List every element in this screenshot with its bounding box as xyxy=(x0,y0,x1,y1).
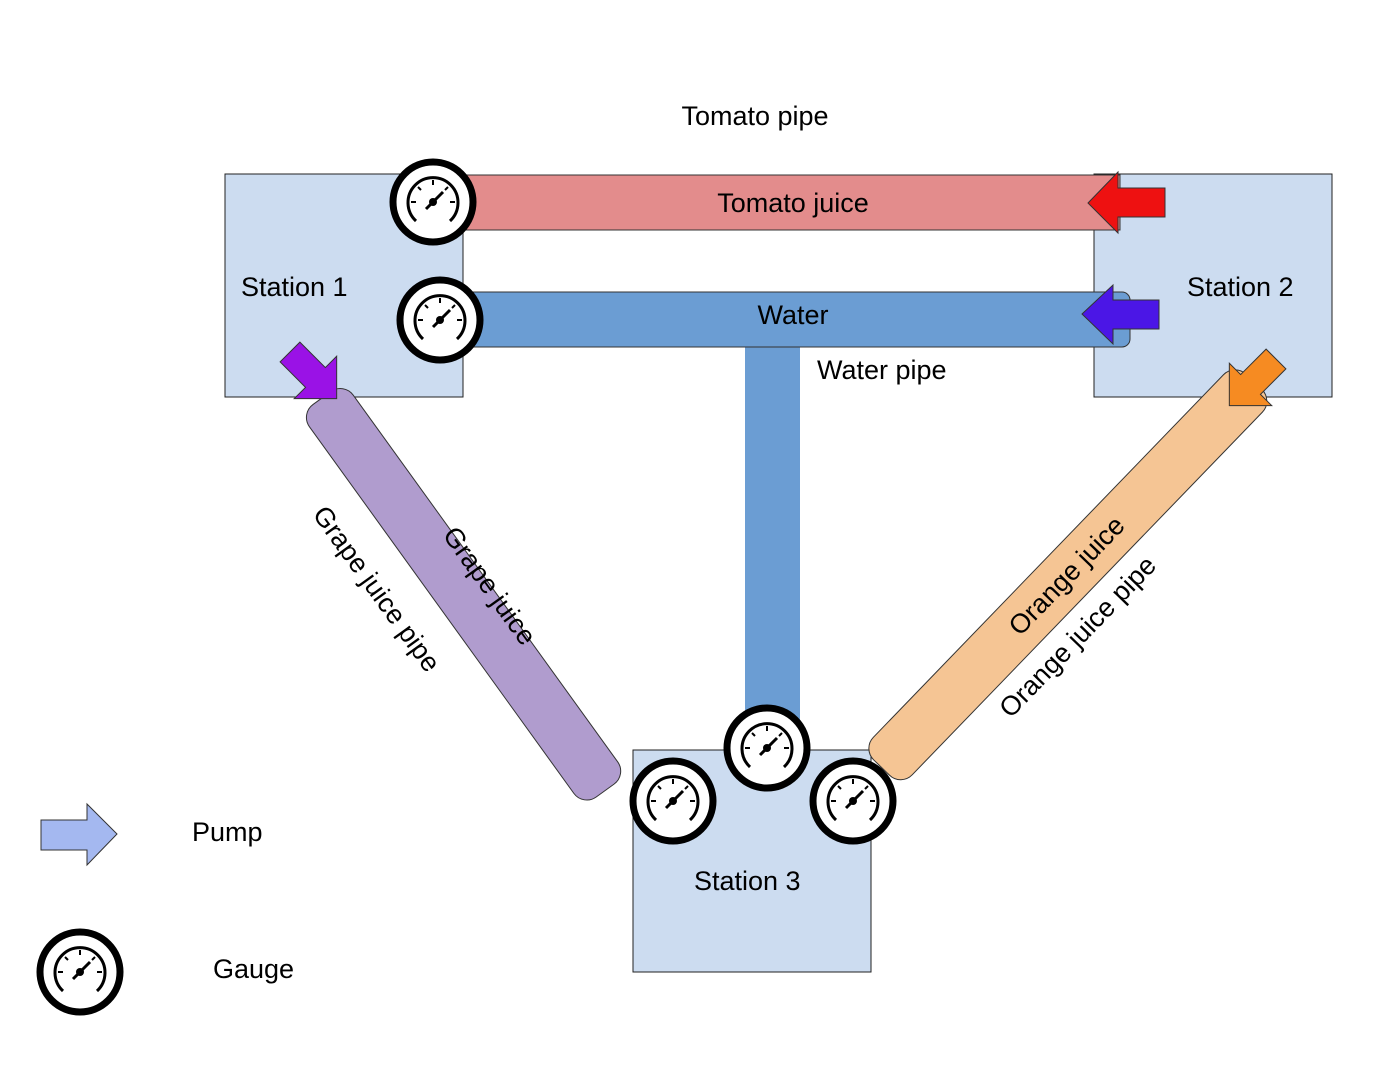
gauge-icon xyxy=(727,708,807,788)
gauge-icon xyxy=(393,162,473,242)
water-pump xyxy=(1081,283,1160,346)
water-pipe-label: Water pipe xyxy=(817,355,947,385)
tomato-pipe-content-label: Tomato juice xyxy=(717,188,869,218)
station-2-label: Station 2 xyxy=(1187,272,1294,302)
water-pipe-content-label: Water xyxy=(757,300,828,330)
station-3-label: Station 3 xyxy=(694,866,801,896)
gauge-icon xyxy=(633,761,713,841)
tomato-pump xyxy=(1087,170,1166,235)
orange-pump xyxy=(1228,348,1287,407)
gauge-icon xyxy=(813,761,893,841)
gauge-icon xyxy=(400,280,480,360)
grape-juice-pipe xyxy=(305,388,622,801)
tomato-pipe xyxy=(432,174,1121,231)
station-1-label: Station 1 xyxy=(241,272,348,302)
legend-gauge-label: Gauge xyxy=(213,954,294,984)
legend-pump-icon xyxy=(40,802,118,867)
grape-pump xyxy=(279,341,338,400)
tomato-pipe-label: Tomato pipe xyxy=(681,101,828,131)
legend-pump-label: Pump xyxy=(192,817,263,847)
water-pipe-stem xyxy=(745,344,800,744)
legend-gauge-icon xyxy=(40,932,120,1012)
